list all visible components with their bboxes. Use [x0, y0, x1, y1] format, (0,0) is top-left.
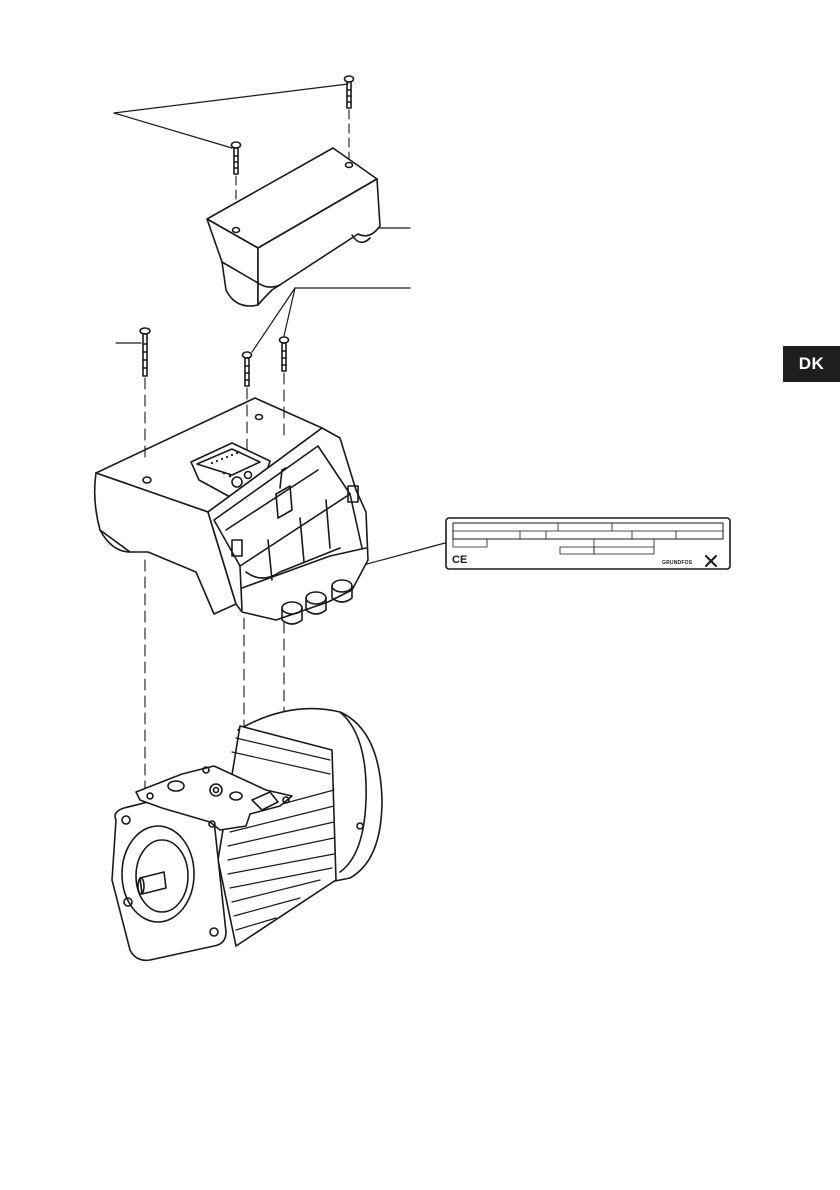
control-box — [95, 398, 368, 624]
brand-text: GRUNDFOS — [662, 560, 693, 566]
nameplate: CE GRUNDFOS — [446, 518, 730, 569]
screw-icon — [232, 142, 241, 174]
screw-icon — [243, 352, 252, 386]
terminal-box-cover — [207, 148, 380, 306]
screw-icon — [140, 328, 150, 376]
screw-icon — [345, 76, 354, 108]
ce-mark: CE — [452, 554, 467, 566]
motor — [112, 709, 382, 961]
screw-icon — [280, 337, 289, 371]
language-tab: DK — [783, 346, 840, 382]
